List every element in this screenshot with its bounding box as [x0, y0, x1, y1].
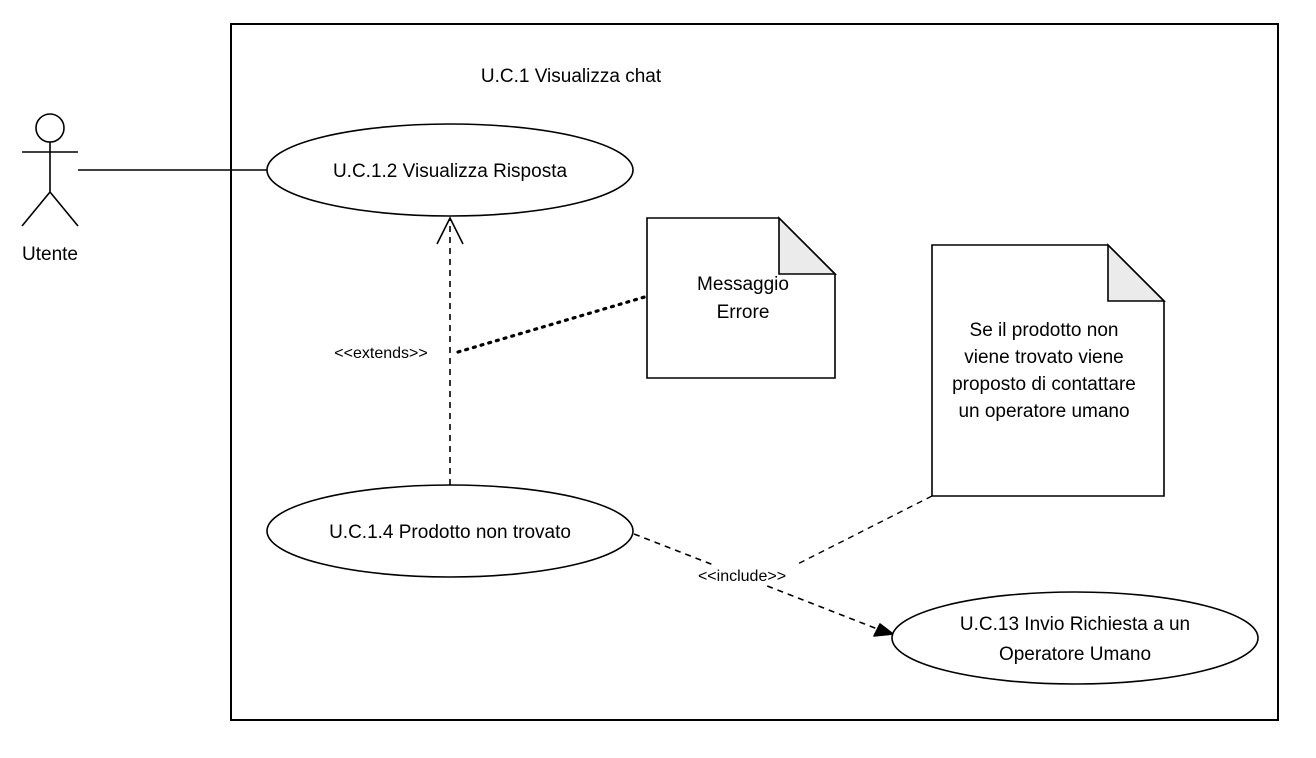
note-body: [646, 217, 836, 379]
include-label-bg: [684, 565, 800, 585]
use-case-prodotto-non-trovato[interactable]: U.C.1.4 Prodotto non trovato: [266, 484, 634, 578]
actor-label: Utente: [22, 244, 78, 265]
note-fold: [778, 216, 837, 275]
use-case-label-line-1: U.C.13 Invio Richiesta a un: [960, 614, 1190, 635]
extends-arrowhead: [436, 216, 464, 245]
note-line-2: Errore: [717, 302, 770, 323]
note-connector-error: [456, 294, 650, 354]
system-boundary: [230, 23, 1279, 721]
actor-left-leg: [21, 191, 51, 227]
use-case-label-line-2: Operatore Umano: [999, 644, 1151, 665]
note-body: [931, 244, 1165, 497]
note-line-3: proposto di contattare: [952, 374, 1136, 395]
use-case-label: U.C.1.2 Visualizza Risposta: [333, 161, 568, 182]
include-arrowhead: [873, 623, 894, 637]
note-line-2: viene trovato viene: [964, 347, 1124, 368]
use-case-label: U.C.1.4 Prodotto non trovato: [329, 522, 571, 543]
use-case-ellipse: [266, 123, 634, 217]
extends-label-bg: [318, 341, 444, 363]
include-label: <<include>>: [698, 568, 786, 585]
extends-label: <<extends>>: [334, 345, 427, 362]
use-case-visualizza-risposta[interactable]: U.C.1.2 Visualizza Risposta: [266, 123, 634, 217]
actor-utente[interactable]: [21, 113, 79, 227]
system-title: U.C.1 Visualizza chat: [481, 66, 662, 87]
use-case-ellipse: [891, 591, 1259, 685]
note-fold: [1107, 243, 1166, 302]
note-operatore-umano: Se il prodotto non viene trovato viene p…: [931, 243, 1166, 497]
use-case-ellipse: [266, 484, 634, 578]
note-line-4: un operatore umano: [958, 401, 1129, 422]
note-line-1: Se il prodotto non: [970, 320, 1119, 341]
use-case-invio-richiesta[interactable]: U.C.13 Invio Richiesta a un Operatore Um…: [891, 591, 1259, 685]
note-line-1: Messaggio: [697, 274, 789, 295]
actor-head: [35, 113, 65, 143]
actor-right-leg: [49, 191, 79, 227]
note-messaggio-errore: Messaggio Errore: [646, 216, 837, 379]
